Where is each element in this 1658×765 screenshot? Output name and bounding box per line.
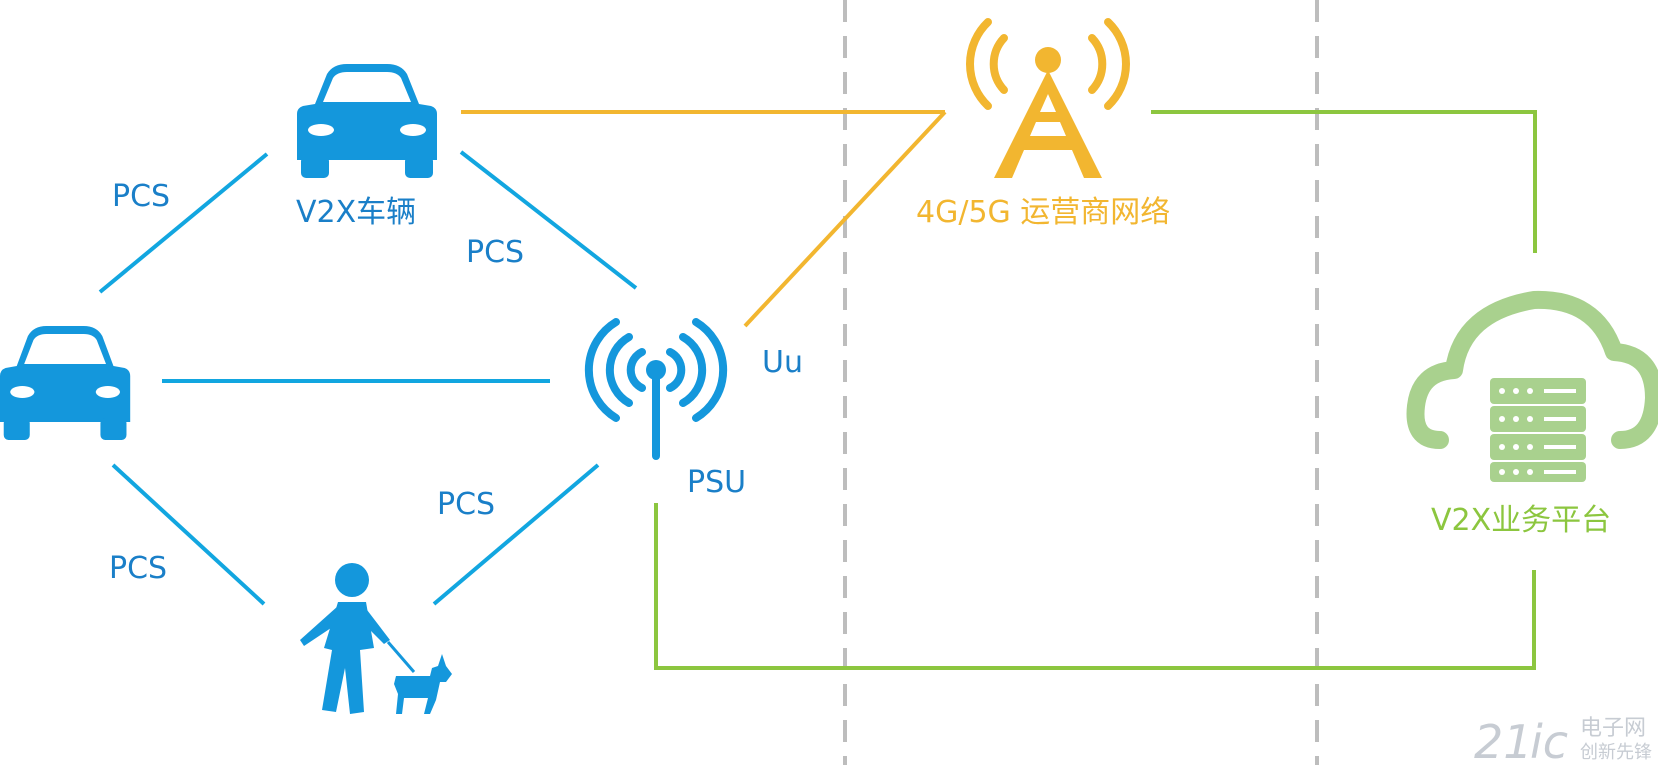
pcs-label-top-left: PCS (112, 179, 170, 214)
pcs-label-bottom-left: PCS (109, 551, 167, 586)
svg-text:创新先锋: 创新先锋 (1580, 742, 1652, 763)
link-left-car-to-pedestrian (111, 463, 266, 606)
vehicle-left (0, 326, 131, 440)
antenna-signal-icon (584, 318, 728, 460)
link-tower-to-platform (1151, 110, 1537, 253)
pcs-label-bottom-right: PCS (437, 487, 495, 522)
pcs-label-top-right: PCS (466, 235, 524, 270)
link-left-car-to-top-car (98, 152, 269, 294)
car-icon (0, 326, 131, 440)
network-label: 4G/5G 运营商网络 (916, 195, 1170, 230)
svg-text:21: 21 (1474, 715, 1533, 765)
svg-text:ic: ic (1530, 715, 1568, 765)
psu-label: PSU (687, 465, 746, 500)
link-pedestrian-to-psu (432, 463, 600, 606)
uu-label: Uu (762, 345, 803, 380)
pedestrian-with-dog-icon (300, 563, 452, 714)
vehicle-top-label: V2X车辆 (296, 195, 416, 230)
uu-links (461, 110, 947, 328)
svg-text:电子网: 电子网 (1580, 716, 1646, 741)
backhaul-links (654, 110, 1537, 670)
platform-label: V2X业务平台 (1431, 503, 1611, 538)
link-psu-to-platform (654, 503, 1536, 670)
cell-tower-icon (966, 18, 1130, 178)
pc5-links (98, 150, 638, 606)
antenna-core (646, 360, 666, 380)
car-icon (297, 64, 437, 178)
watermark-logo: 21 ic 电子网 创新先锋 (1474, 715, 1652, 765)
link-psu-to-tower (743, 110, 947, 328)
vehicle-top (297, 64, 437, 178)
cloud-server-icon (1406, 290, 1658, 482)
link-top-car-to-psu (459, 150, 638, 290)
